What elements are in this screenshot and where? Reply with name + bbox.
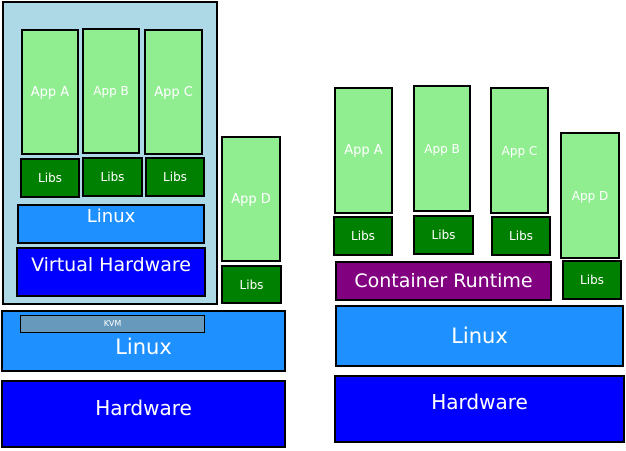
container-libs-a: Libs: [333, 216, 393, 256]
vm-app-a: App A: [21, 29, 79, 155]
container-app-d: App D: [560, 132, 620, 259]
container-app-b: App B: [413, 85, 471, 212]
vm-guest-linux: Linux: [17, 204, 205, 244]
vm-libs-c: Libs: [145, 157, 205, 197]
vm-app-b: App B: [82, 28, 140, 154]
vm-app-c: App C: [144, 29, 203, 155]
container-libs-d: Libs: [562, 260, 622, 300]
vm-libs-a: Libs: [20, 158, 80, 198]
vm-libs-b: Libs: [82, 157, 143, 197]
host-app-d-libs: Libs: [221, 265, 282, 304]
container-host-linux: Linux: [335, 305, 624, 367]
container-app-c: App C: [490, 87, 549, 214]
host-app-d: App D: [221, 136, 281, 262]
host-hardware: Hardware: [1, 380, 286, 448]
container-host-hardware: Hardware: [334, 375, 625, 443]
container-runtime: Container Runtime: [335, 261, 552, 301]
kvm-bar: KVM: [20, 315, 205, 333]
container-libs-c: Libs: [491, 216, 551, 256]
vm-virtual-hardware: Virtual Hardware: [16, 247, 206, 297]
container-libs-b: Libs: [413, 215, 474, 255]
container-app-a: App A: [334, 87, 393, 214]
